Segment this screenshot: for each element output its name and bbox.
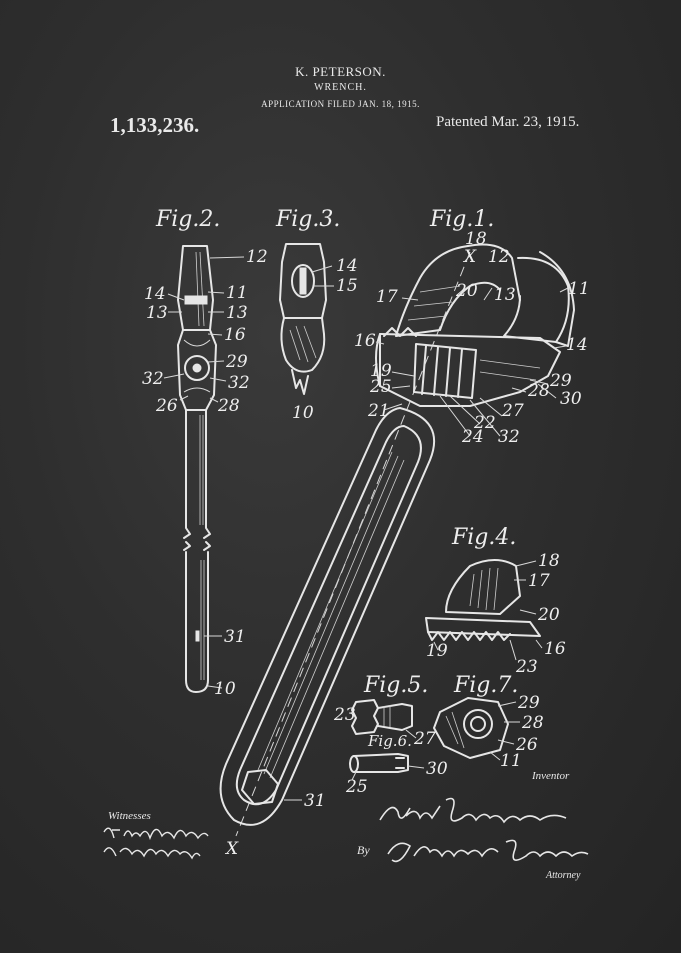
fig2-label-28: 28 bbox=[217, 396, 240, 416]
fig1-label-x-bottom: X bbox=[224, 839, 239, 859]
fig1-label-28: 28 bbox=[527, 381, 550, 401]
inventor-name: K. PETERSON. bbox=[295, 64, 386, 79]
fig1-label-32: 32 bbox=[498, 427, 520, 447]
fig6-label-30: 30 bbox=[426, 759, 448, 779]
attorney-label: Attorney bbox=[546, 870, 581, 881]
fig6-caption: Fig.6. bbox=[367, 732, 412, 750]
fig7-label-26: 26 bbox=[515, 735, 538, 755]
witness-signatures bbox=[103, 827, 209, 860]
fig3-label-15: 15 bbox=[336, 276, 358, 296]
by-label: By bbox=[357, 843, 370, 857]
witnesses-label: Witnesses bbox=[108, 810, 151, 822]
fig7-label-29: 29 bbox=[517, 693, 540, 713]
attorney-signature bbox=[387, 839, 589, 863]
fig7-label-11: 11 bbox=[500, 751, 522, 771]
fig1-label-18: 18 bbox=[465, 229, 487, 249]
fig4-label-19: 19 bbox=[426, 641, 448, 661]
fig1-label-25: 25 bbox=[369, 377, 392, 397]
fig5-label-27: 27 bbox=[413, 729, 436, 749]
fig4-label-18: 18 bbox=[538, 551, 560, 571]
fig1-label-14: 14 bbox=[566, 335, 588, 355]
fig2-label-32-left: 32 bbox=[142, 369, 164, 389]
fig1-label-16: 16 bbox=[354, 331, 376, 351]
fig1-label-24: 24 bbox=[461, 427, 484, 447]
inventor-label: Inventor bbox=[532, 770, 570, 782]
fig1-caption: Fig.1. bbox=[429, 207, 494, 232]
fig2-label-29: 29 bbox=[225, 352, 248, 372]
fig2-label-13-right: 13 bbox=[226, 303, 248, 323]
fig2-label-11: 11 bbox=[226, 283, 248, 303]
fig4-label-20: 20 bbox=[537, 605, 560, 625]
fig2-label-10: 10 bbox=[214, 679, 236, 699]
fig2-label-31: 31 bbox=[224, 627, 246, 647]
fig4-label-17: 17 bbox=[528, 571, 550, 591]
fig1-label-19: 19 bbox=[370, 361, 392, 381]
fig5-label-23: 23 bbox=[333, 705, 356, 725]
fig7-caption: Fig.7. bbox=[453, 673, 518, 698]
fig1-label-21: 21 bbox=[367, 401, 390, 421]
fig2-label-16: 16 bbox=[224, 325, 246, 345]
fig1-label-31: 31 bbox=[304, 791, 326, 811]
patent-title: WRENCH. bbox=[314, 82, 367, 93]
fig5-caption: Fig.5. bbox=[363, 673, 428, 698]
fig1-label-27: 27 bbox=[501, 401, 524, 421]
fig1-label-13: 13 bbox=[494, 285, 516, 305]
fig2-label-12: 12 bbox=[246, 247, 268, 267]
fig1-label-20: 20 bbox=[455, 281, 478, 301]
fig3-drawing: Fig.3. 14 15 10 bbox=[275, 207, 358, 423]
fig7-label-28: 28 bbox=[521, 713, 544, 733]
fig1-label-x-top: X bbox=[462, 247, 477, 267]
fig1-label-17: 17 bbox=[376, 287, 398, 307]
fig3-label-10: 10 bbox=[292, 403, 314, 423]
fig4-label-16: 16 bbox=[544, 639, 566, 659]
inventor-signature bbox=[379, 797, 567, 824]
fig1-label-11: 11 bbox=[568, 279, 590, 299]
fig1-label-12: 12 bbox=[488, 247, 510, 267]
fig1-label-30: 30 bbox=[560, 389, 582, 409]
fig3-caption: Fig.3. bbox=[275, 207, 340, 232]
fig2-drawing: Fig.2. bbox=[142, 207, 268, 699]
fig4-label-23: 23 bbox=[515, 657, 538, 677]
fig5-fig6-drawing: Fig.5. 23 27 Fig.6. 25 30 bbox=[333, 673, 448, 797]
fig2-label-32-right: 32 bbox=[228, 373, 250, 393]
fig4-caption: Fig.4. bbox=[451, 525, 516, 550]
fig2-caption: Fig.2. bbox=[155, 207, 220, 232]
fig3-label-14: 14 bbox=[336, 256, 358, 276]
patent-date: Patented Mar. 23, 1915. bbox=[436, 114, 580, 130]
fig1-label-22: 22 bbox=[473, 413, 496, 433]
fig7-drawing: Fig.7. 29 28 26 11 bbox=[433, 673, 544, 771]
fig2-label-13-left: 13 bbox=[146, 303, 168, 323]
fig1-drawing: Fig.1. bbox=[219, 207, 590, 859]
fig6-label-25: 25 bbox=[345, 777, 368, 797]
fig2-label-26: 26 bbox=[155, 396, 178, 416]
fig4-drawing: Fig.4. 18 17 20 16 19 23 bbox=[425, 525, 566, 677]
fig1-label-29: 29 bbox=[549, 371, 572, 391]
fig2-label-14: 14 bbox=[144, 284, 166, 304]
application-filed: APPLICATION FILED JAN. 18, 1915. bbox=[261, 99, 420, 109]
patent-number: 1,133,236. bbox=[110, 113, 200, 137]
